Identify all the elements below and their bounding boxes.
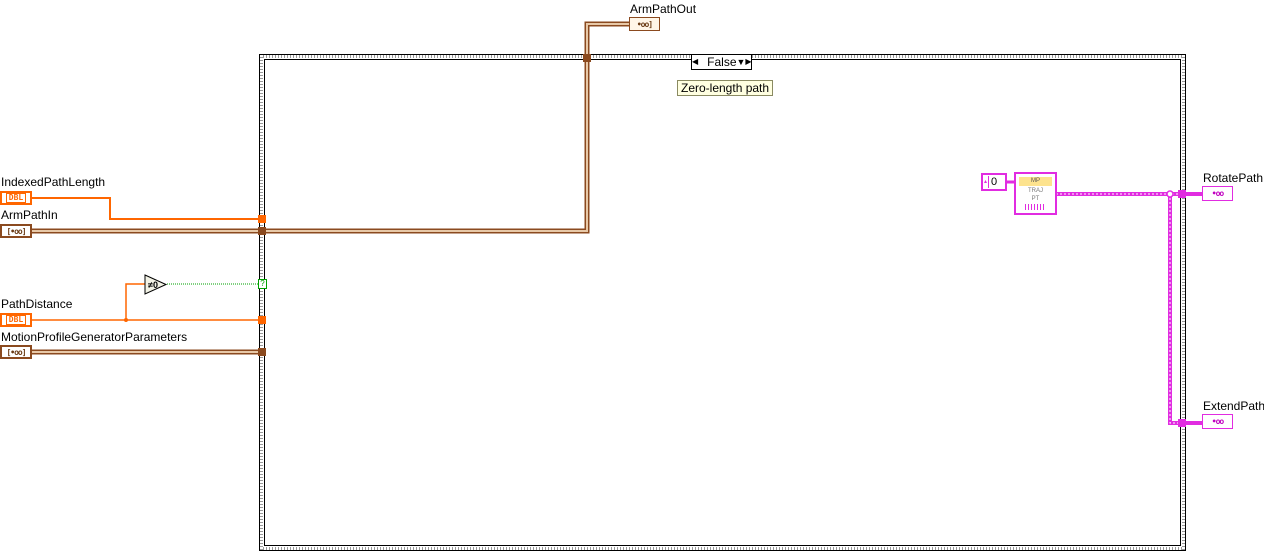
case-selector[interactable]: ◀ False ▼ ▶ [691,54,752,70]
indexed-path-length-label: IndexedPathLength [1,175,106,189]
array-constant[interactable]: ▴ 0 [981,173,1007,191]
indexed-path-length-wire [32,197,262,220]
tunnel-rotate-path[interactable] [1178,190,1186,198]
tunnel-path-distance[interactable] [258,316,266,324]
indexed-path-length-terminal[interactable]: DBL [0,191,32,205]
extend-path-terminal[interactable]: •oo [1202,414,1233,429]
cluster-array-icon: [•oo] [6,347,26,357]
path-distance-terminal[interactable]: DBL [0,313,32,327]
motion-params-label: MotionProfileGeneratorParameters [1,330,188,344]
case-frame-right-hatch [1182,55,1185,550]
chevron-down-icon[interactable]: ▼ [736,57,746,67]
not-equal-zero-symbol: ≠0 [148,280,158,290]
tunnel-arm-path-out[interactable] [583,54,591,62]
case-frame-left-hatch [260,55,263,550]
arm-path-in-terminal[interactable]: [•oo] [0,224,32,238]
case-selector-terminal[interactable]: ? [258,279,267,289]
subvi-header: MP [1019,177,1052,186]
tunnel-arm-path-in[interactable] [258,227,266,235]
case-selector-value: False [707,55,737,69]
extend-path-label: ExtendPath [1203,399,1264,413]
tunnel-motion-params[interactable] [258,348,266,356]
subvi-line2: TRAJ [1028,188,1043,194]
cluster-array-icon: •oo] [636,19,653,29]
arm-path-in-wire [32,21,630,234]
array-icon: •oo [1211,189,1224,198]
case-prev-arrow[interactable]: ◀ [692,57,699,66]
motion-params-terminal[interactable]: [•oo] [0,345,32,359]
not-equal-zero-node[interactable]: ≠0 [144,274,168,295]
arm-path-out-label: ArmPathOut [630,2,697,16]
case-next-arrow[interactable]: ▶ [745,57,752,66]
case-structure-frame[interactable] [259,54,1186,551]
dbl-type-text: DBL [5,193,27,203]
path-distance-label: PathDistance [1,297,73,311]
array-icon: •oo [1211,417,1224,426]
subvi-array-icon [1025,204,1045,210]
cluster-array-icon: [•oo] [6,226,26,236]
mp-traj-pt-subvi[interactable]: MP TRAJ PT [1014,172,1057,215]
path-distance-junction [124,318,128,322]
tunnel-indexed-path-length[interactable] [258,215,266,223]
array-constant-value[interactable]: 0 [991,176,998,188]
subvi-line3: PT [1031,196,1040,202]
path-distance-branch-wire [125,283,145,320]
rotate-path-terminal[interactable]: •oo [1202,186,1233,201]
case-frame-bottom-hatch [260,547,1185,550]
dbl-type-text: DBL [5,315,27,325]
array-index-icon: ▴ [983,176,989,188]
arm-path-out-terminal[interactable]: •oo] [629,17,660,31]
rotate-path-label: RotatePath [1203,171,1264,185]
tunnel-extend-path[interactable] [1178,419,1186,427]
arm-path-in-label: ArmPathIn [1,208,58,222]
comment-zero-length-path[interactable]: Zero-length path [677,80,774,96]
